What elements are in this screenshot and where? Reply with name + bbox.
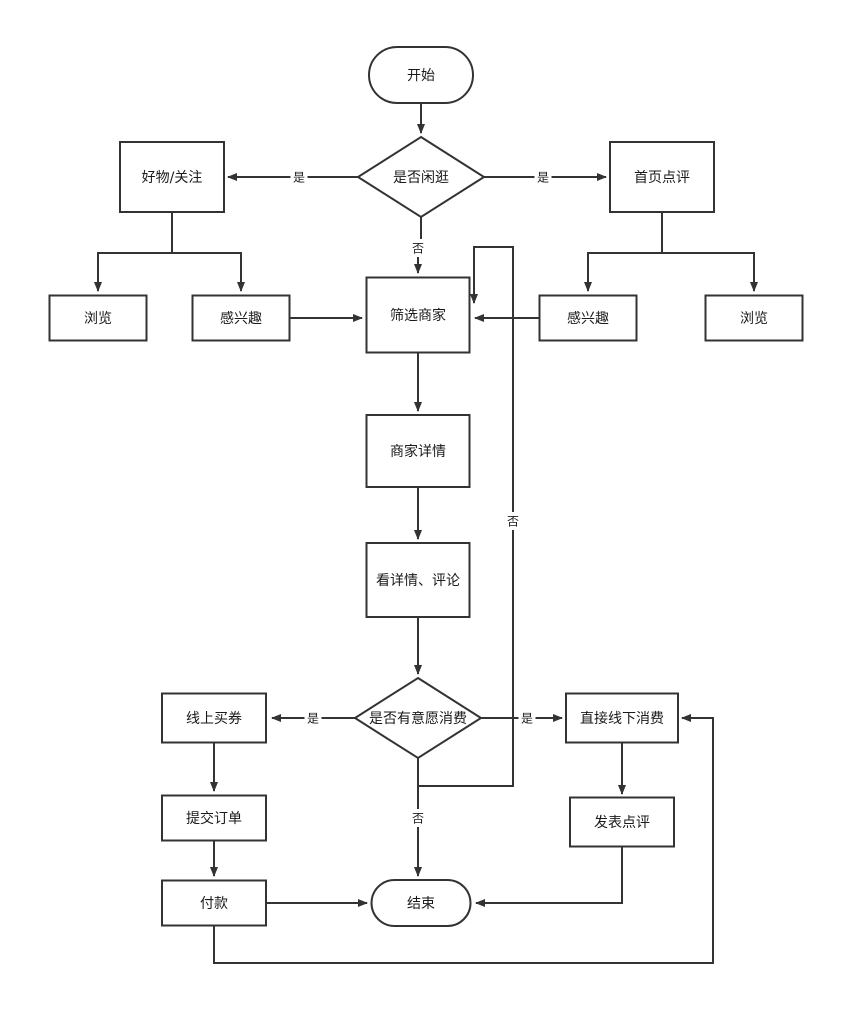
edge-label-backdrop (534, 168, 552, 186)
flow-edge (584, 212, 663, 292)
node-label: 好物/关注 (142, 170, 203, 186)
flow-node-d2: 是否有意愿消费 (353, 676, 483, 760)
node-label: 提交订单 (186, 810, 242, 827)
process-shape (704, 294, 804, 342)
edge-label: 是 (307, 712, 319, 726)
flow-node-shop_detail: 商家详情 (365, 414, 471, 488)
process-shape (365, 542, 471, 618)
edge-label-group: 是 (534, 168, 552, 186)
process-shape (161, 692, 267, 744)
edge-label-group: 是 (304, 709, 322, 727)
node-label: 感兴趣 (220, 310, 262, 327)
edge-label: 否 (412, 242, 424, 256)
node-label: 开始 (407, 68, 435, 84)
process-shape (119, 141, 225, 213)
node-label: 直接线下消费 (580, 710, 664, 727)
flow-node-browse_l: 浏览 (48, 294, 148, 342)
node-label: 是否有意愿消费 (369, 710, 467, 727)
flow-edge (475, 847, 623, 907)
node-label: 感兴趣 (567, 310, 609, 327)
edge-label: 是 (521, 712, 533, 726)
flow-edge (213, 714, 714, 964)
flow-node-post_review: 发表点评 (569, 796, 675, 848)
process-shape (538, 294, 638, 342)
process-shape (48, 294, 148, 342)
edge-label-group: 否 (409, 809, 427, 827)
flow-node-interest_r: 感兴趣 (538, 294, 638, 342)
edge-label-group: 否 (504, 512, 522, 530)
node-label: 线上买券 (186, 711, 242, 727)
process-shape (365, 414, 471, 488)
edge-label-backdrop (518, 709, 536, 727)
edge-labels-layer: 是是否是是否否 (290, 168, 552, 827)
flow-node-interest_l: 感兴趣 (191, 294, 291, 342)
flow-node-end: 结束 (370, 879, 472, 927)
edge-label-backdrop (504, 512, 522, 530)
edge-label-backdrop (290, 168, 308, 186)
node-label: 是否闲逛 (393, 170, 449, 186)
edge-label-group: 否 (409, 239, 427, 257)
terminator-shape (370, 879, 472, 927)
flow-node-payment: 付款 (161, 879, 267, 927)
decision-shape (356, 135, 486, 219)
edge-label-group: 是 (518, 709, 536, 727)
nodes-layer: 开始是否闲逛好物/关注首页点评浏览感兴趣感兴趣浏览筛选商家商家详情看详情、评论是… (48, 46, 804, 927)
flow-node-filter: 筛选商家 (365, 276, 471, 354)
flow-node-d1: 是否闲逛 (356, 135, 486, 219)
flow-node-offline_pay: 直接线下消费 (565, 692, 679, 744)
node-label: 首页点评 (634, 170, 690, 186)
flow-edge (418, 246, 514, 787)
node-label: 看详情、评论 (376, 573, 460, 589)
edge-label-backdrop (409, 809, 427, 827)
flow-node-home_review: 首页点评 (609, 141, 715, 213)
node-label: 筛选商家 (390, 307, 446, 324)
edge-label-backdrop (409, 239, 427, 257)
flow-edge (94, 212, 173, 292)
edge-label: 否 (412, 812, 424, 826)
flow-node-browse_r: 浏览 (704, 294, 804, 342)
node-label: 商家详情 (390, 443, 446, 460)
edge-label-group: 是 (290, 168, 308, 186)
node-label: 浏览 (84, 311, 112, 327)
edge-label: 是 (293, 171, 305, 185)
flow-edge (661, 212, 758, 292)
process-shape (565, 692, 679, 744)
flow-node-read_review: 看详情、评论 (365, 542, 471, 618)
flow-node-submit_order: 提交订单 (161, 794, 267, 842)
process-shape (161, 879, 267, 927)
process-shape (161, 794, 267, 842)
edge-label-backdrop (304, 709, 322, 727)
flow-node-goods: 好物/关注 (119, 141, 225, 213)
process-shape (569, 796, 675, 848)
node-label: 浏览 (740, 311, 768, 327)
flow-node-start: 开始 (368, 46, 474, 104)
decision-shape (353, 676, 483, 760)
edge-label: 是 (537, 171, 549, 185)
flow-node-buy_coupon: 线上买券 (161, 692, 267, 744)
process-shape (609, 141, 715, 213)
node-label: 付款 (200, 896, 228, 912)
terminator-shape (368, 46, 474, 104)
process-shape (191, 294, 291, 342)
process-shape (365, 276, 471, 354)
node-label: 发表点评 (594, 815, 650, 831)
node-label: 结束 (407, 896, 435, 912)
edge-label: 否 (507, 515, 519, 529)
flow-edge (171, 212, 245, 292)
